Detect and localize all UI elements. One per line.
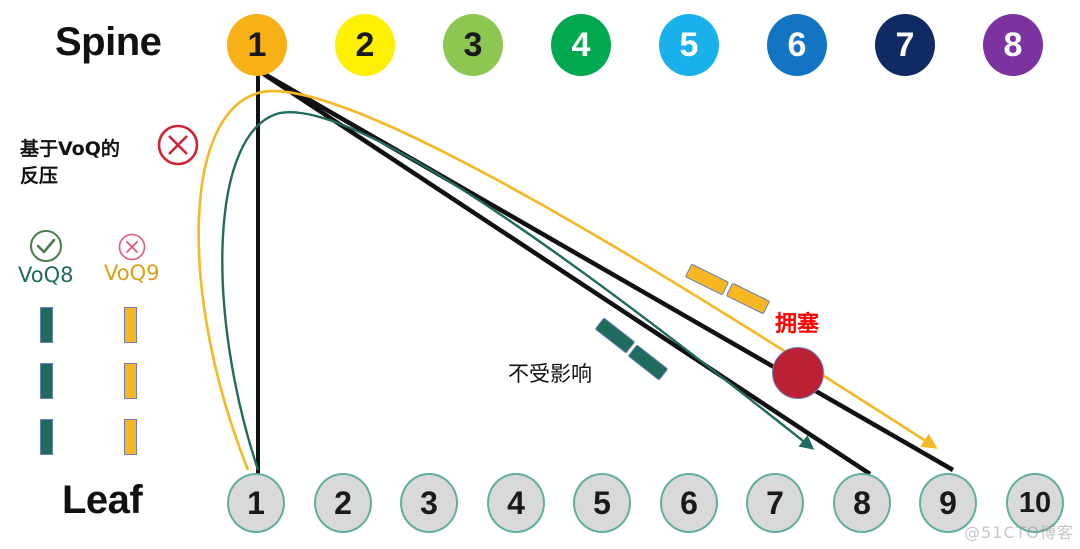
congestion-point-marker — [772, 347, 824, 399]
check-circle-icon — [28, 228, 64, 264]
voq9-bar-segment — [124, 307, 137, 343]
backpressure-blocked-icon — [157, 124, 199, 166]
voq8-bar-segment — [40, 363, 53, 399]
leaf-node-6[interactable]: 6 — [660, 473, 718, 533]
legend-voq9: VoQ9 — [104, 232, 159, 285]
link-spine1-leaf9 — [257, 69, 955, 472]
spine-node-4[interactable]: 4 — [551, 14, 611, 76]
link-spine1-leaf8 — [257, 69, 872, 476]
leaf-node-2[interactable]: 2 — [314, 473, 372, 533]
leaf-row-label: Leaf — [62, 478, 143, 522]
leaf-node-7[interactable]: 7 — [746, 473, 804, 533]
leaf-node-5[interactable]: 5 — [573, 473, 631, 533]
voq9-queue-bars — [124, 307, 137, 455]
x-circle-icon — [117, 232, 147, 262]
spine-node-7[interactable]: 7 — [875, 14, 935, 76]
legend-voq8: VoQ8 — [18, 228, 73, 287]
voq8-bar-segment — [40, 307, 53, 343]
unaffected-annotation: 不受影响 — [508, 362, 592, 386]
legend-voq9-label: VoQ9 — [104, 261, 160, 285]
spine-node-1[interactable]: 1 — [227, 14, 287, 76]
leaf-node-10[interactable]: 10 — [1006, 473, 1064, 533]
leaf-node-3[interactable]: 3 — [400, 473, 458, 533]
spine-node-2[interactable]: 2 — [335, 14, 395, 76]
backpressure-annotation: 基于VoQ的 反压 — [20, 138, 120, 187]
leaf-node-9[interactable]: 9 — [919, 473, 977, 533]
spine-node-5[interactable]: 5 — [659, 14, 719, 76]
watermark: @51CTO博客 — [964, 523, 1074, 542]
spine-node-8[interactable]: 8 — [983, 14, 1043, 76]
leaf-node-4[interactable]: 4 — [487, 473, 545, 533]
congestion-annotation: 拥塞 — [775, 312, 820, 337]
voq8-queue-bars — [40, 307, 53, 455]
voq8-flow-curve — [221, 110, 815, 471]
leaf-node-8[interactable]: 8 — [833, 473, 891, 533]
voq9-bar-segment — [124, 419, 137, 455]
spine-node-3[interactable]: 3 — [443, 14, 503, 76]
spine-node-6[interactable]: 6 — [767, 14, 827, 76]
legend-voq8-label: VoQ8 — [18, 263, 74, 287]
voq8-bar-segment — [40, 419, 53, 455]
leaf-node-1[interactable]: 1 — [227, 473, 285, 533]
voq9-bar-segment — [124, 363, 137, 399]
voq9-flow-curve — [197, 89, 938, 471]
spine-row-label: Spine — [55, 20, 162, 64]
